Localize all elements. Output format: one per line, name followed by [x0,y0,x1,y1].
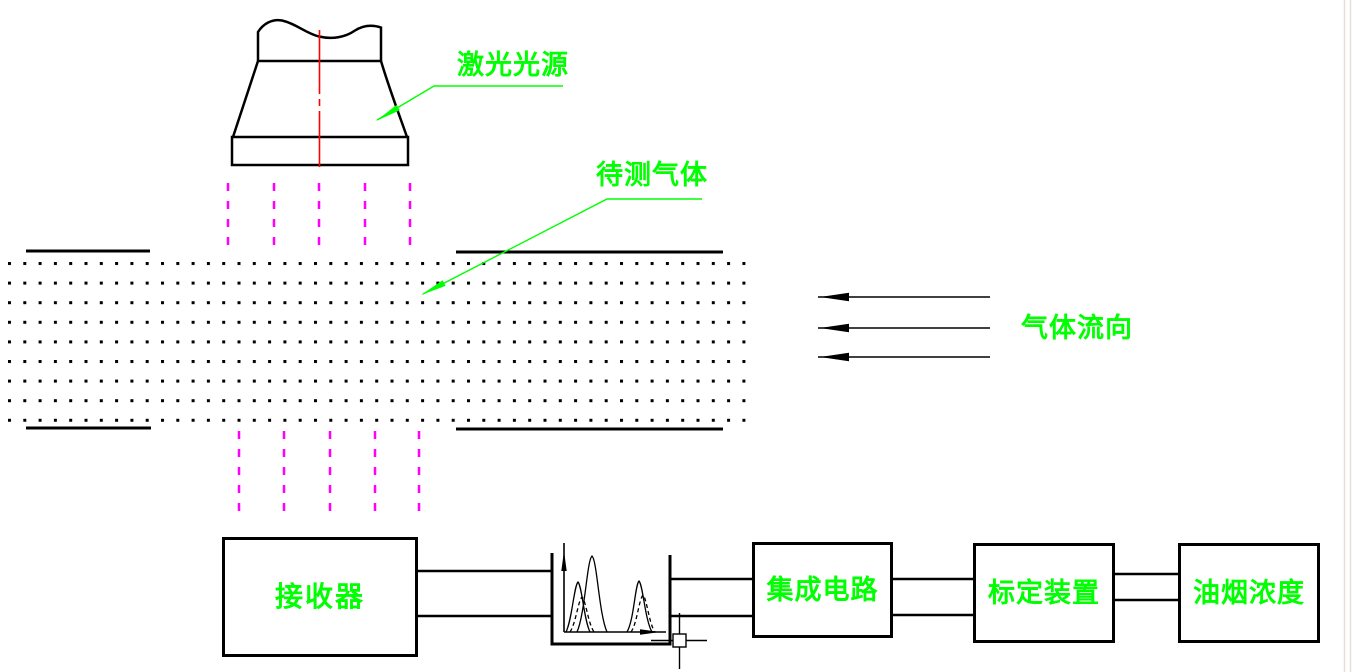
block-receiver-label: 接收器 [274,581,365,612]
label-gas-under-test: 待测气体 [596,160,708,190]
block-integrated-circuit-label: 集成电路 [766,574,879,605]
label-gas-flow-direction: 气体流向 [1021,313,1133,343]
gas-dot-field [8,262,754,422]
block-oil-smoke-concentration-label: 油烟浓度 [1193,577,1305,608]
waveform-axes [561,543,666,635]
gas-duct-walls [26,249,723,431]
laser-beams-lower [237,431,421,518]
block-connectors [418,569,1178,618]
laser-beams-upper [226,183,412,250]
crosshair-cursor [651,613,707,669]
label-laser-source: 激光光源 [457,50,569,80]
laser-source-leader-arrow [376,85,563,121]
window-edge-line [1343,0,1352,672]
block-oil-smoke-concentration: 油烟浓度 [1178,543,1320,643]
waveform-peaks [565,555,656,633]
gas-under-test-leader-arrow [421,198,702,295]
waveform-box [550,553,672,646]
block-receiver: 接收器 [222,537,418,657]
block-integrated-circuit: 集成电路 [752,542,893,638]
block-calibration-device-label: 标定装置 [988,577,1100,608]
gas-flow-arrows [818,292,990,362]
block-calibration-device: 标定装置 [973,543,1115,643]
